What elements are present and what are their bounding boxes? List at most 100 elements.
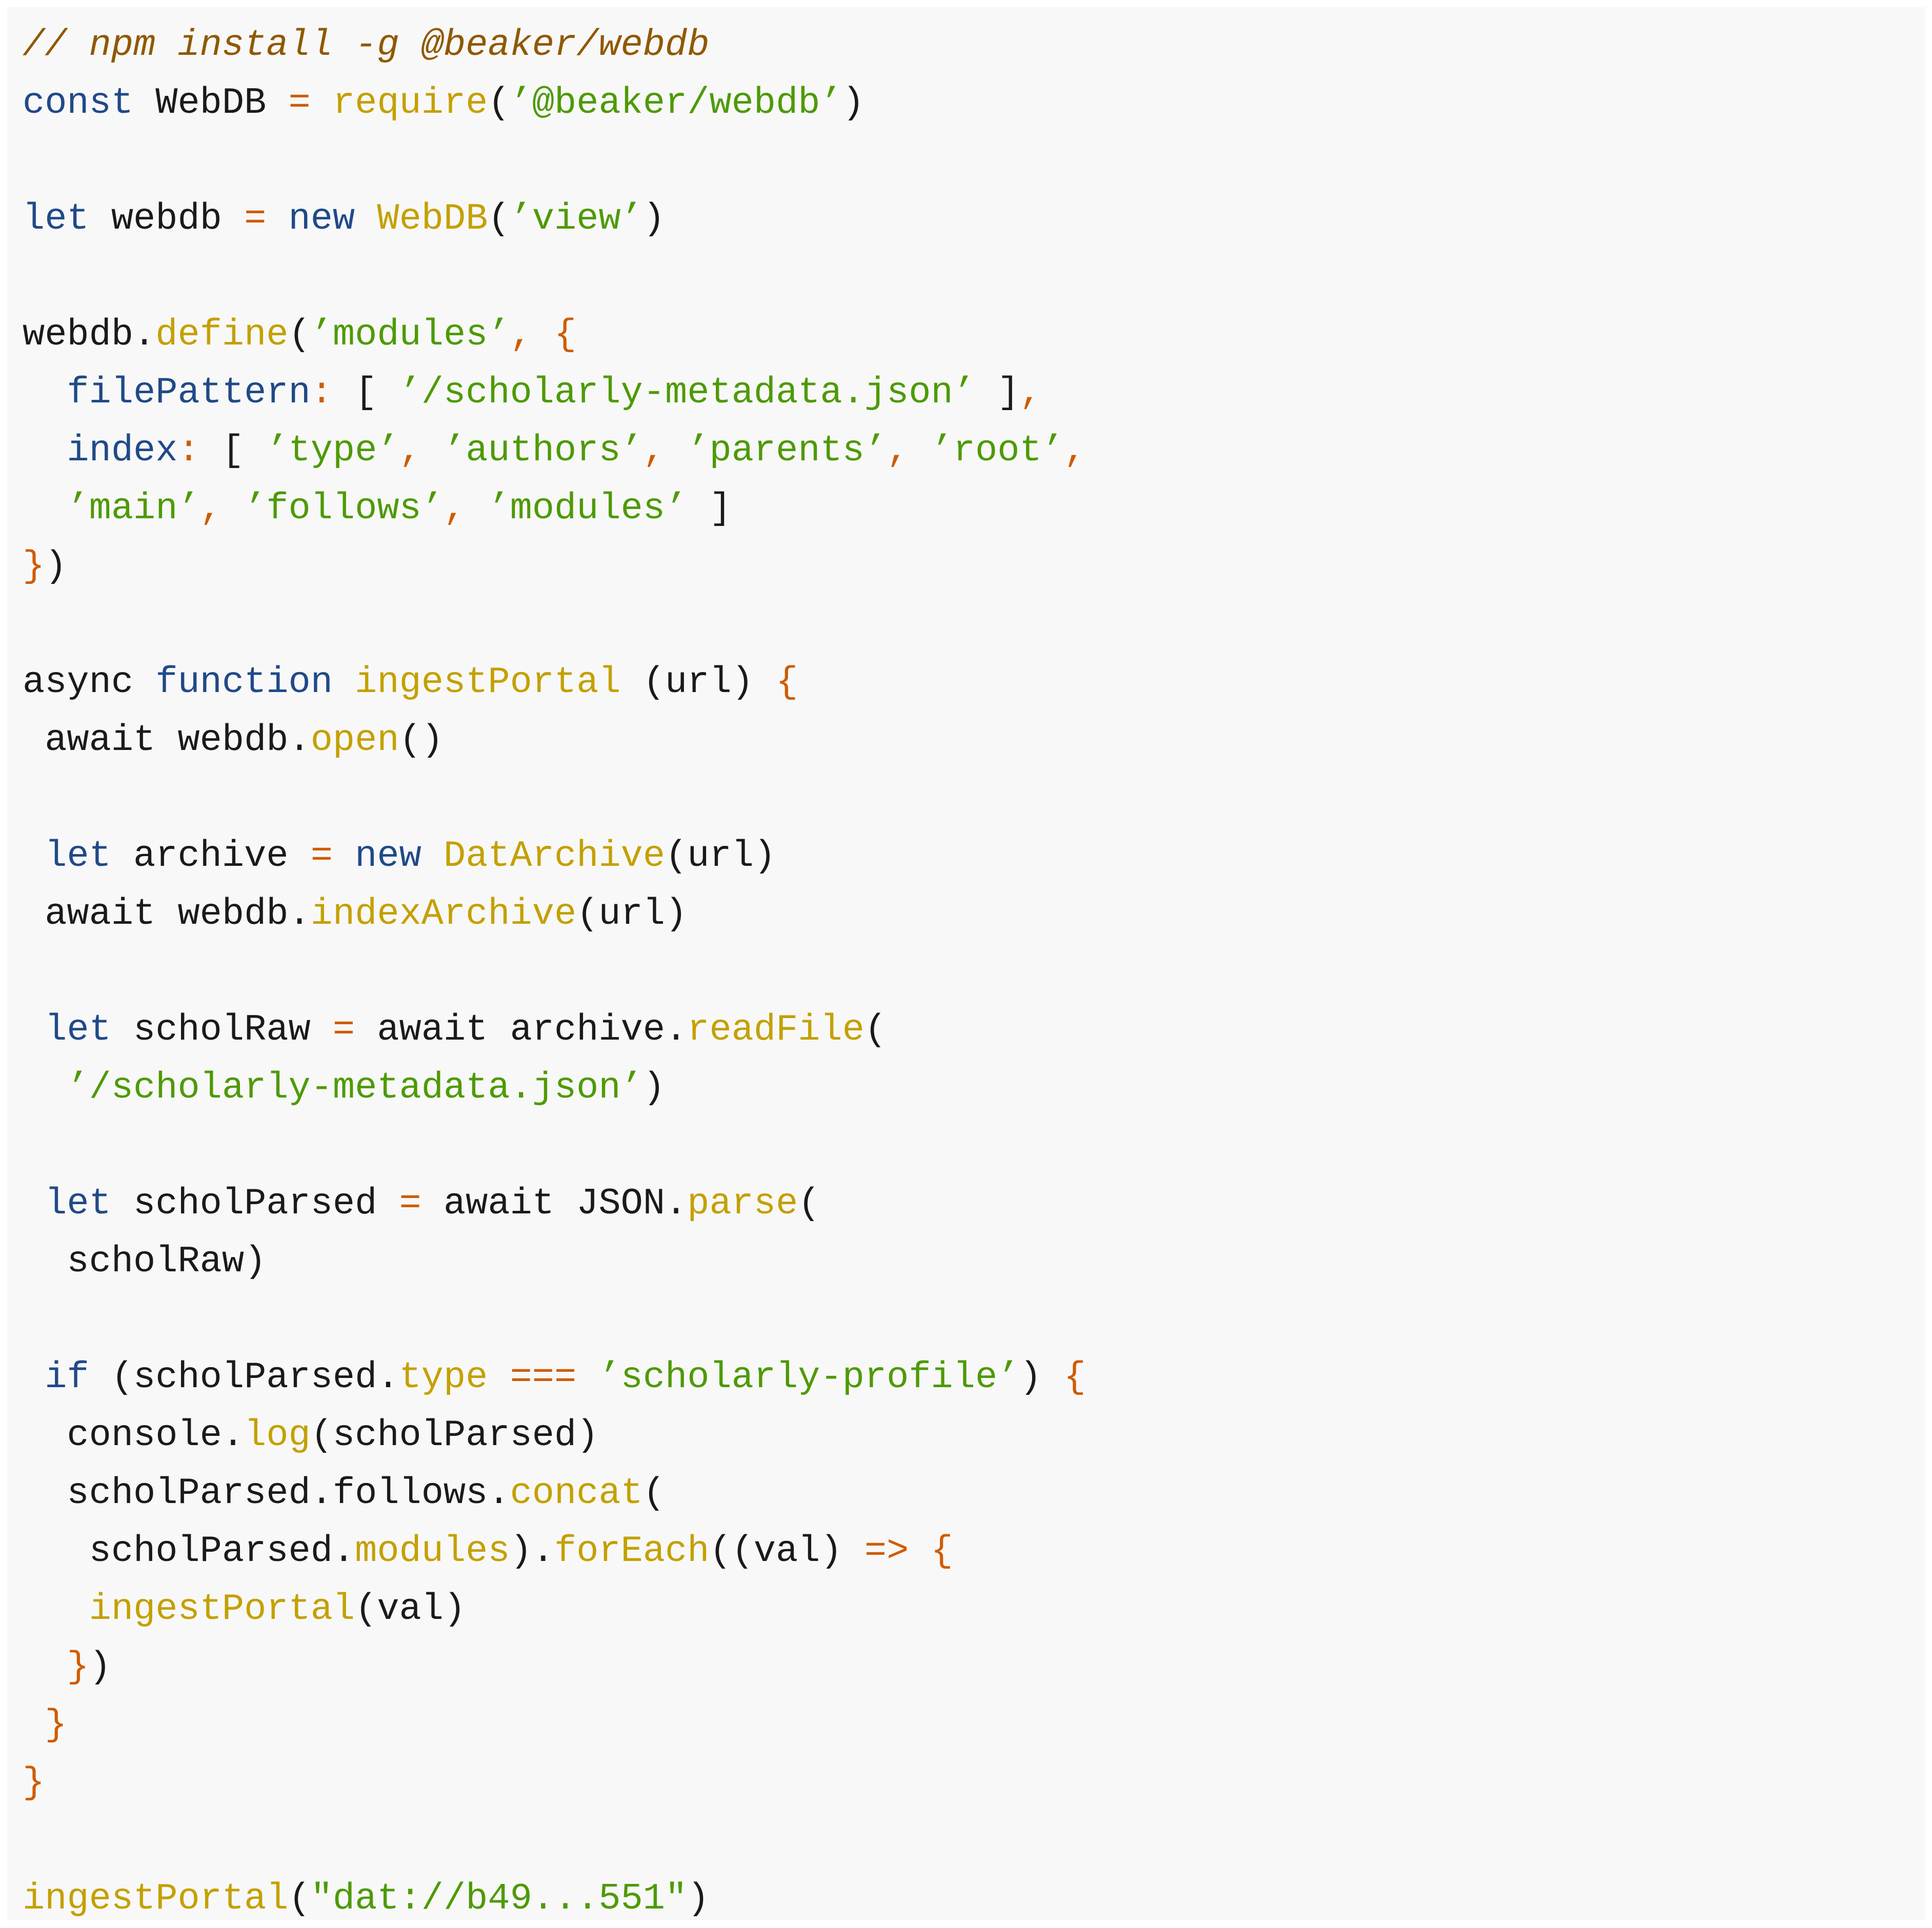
code-token-func: WebDB xyxy=(377,198,488,240)
code-token-string: ’root’ xyxy=(931,430,1064,472)
code-token-keyword: function xyxy=(155,661,333,703)
code-token-punct: , xyxy=(642,430,666,472)
code-token-punct: = xyxy=(244,198,267,240)
code-token-plain: ). xyxy=(510,1530,554,1572)
code-token-keyword: const xyxy=(23,82,134,124)
code-token-string: ’main’ xyxy=(67,488,200,530)
code-token-plain xyxy=(222,488,244,530)
code-token-func: DatArchive xyxy=(444,835,666,877)
code-token-punct: } xyxy=(23,545,45,587)
code-line: }) xyxy=(23,538,67,596)
code-token-punct: } xyxy=(23,1762,45,1804)
code-token-string: ’type’ xyxy=(266,430,399,472)
code-token-func: define xyxy=(155,314,289,356)
code-token-plain xyxy=(421,430,444,472)
code-token-keyword: let xyxy=(45,1009,111,1051)
code-token-string: ’/scholarly-metadata.json’ xyxy=(67,1067,643,1109)
code-token-plain xyxy=(23,430,67,472)
code-token-plain: ( xyxy=(864,1009,887,1051)
code-token-func: ingestPortal xyxy=(89,1588,355,1630)
code-line: await webdb.indexArchive(url) xyxy=(23,885,687,943)
code-token-plain: (scholParsed. xyxy=(89,1356,399,1398)
code-token-punct: , xyxy=(443,488,466,530)
code-token-string: ’@beaker/webdb’ xyxy=(510,82,842,124)
code-token-plain xyxy=(576,1356,598,1398)
code-token-punct: = xyxy=(332,1009,355,1051)
code-token-punct: : xyxy=(310,372,333,414)
code-token-punct: = xyxy=(310,835,333,877)
code-token-plain: ) xyxy=(45,545,67,587)
code-token-plain: () xyxy=(399,719,444,761)
code-token-func: indexArchive xyxy=(310,893,577,935)
code-token-string: ’/scholarly-metadata.json’ xyxy=(399,372,975,414)
code-token-string: ’follows’ xyxy=(244,488,444,530)
code-token-func: readFile xyxy=(687,1009,864,1051)
code-token-plain xyxy=(909,430,931,472)
code-token-plain: (url) xyxy=(620,661,776,703)
code-token-plain xyxy=(23,488,67,530)
code-token-keyword: new xyxy=(288,198,355,240)
code-token-plain: [ xyxy=(199,430,267,472)
code-token-func: parse xyxy=(687,1183,798,1225)
code-token-punct: => xyxy=(864,1530,909,1572)
code-token-comment: // npm install -g @beaker/webdb xyxy=(23,24,710,66)
code-token-plain: ( xyxy=(642,1472,666,1514)
code-token-string: ’scholarly-profile’ xyxy=(598,1356,1020,1398)
code-token-punct: , xyxy=(399,430,421,472)
code-line: async function ingestPortal (url) { xyxy=(23,654,798,712)
code-token-punct: { xyxy=(554,314,577,356)
code-token-plain: (url) xyxy=(665,835,776,877)
code-line: scholParsed.follows.concat( xyxy=(23,1465,665,1523)
code-token-punct: } xyxy=(67,1646,89,1688)
code-block: // npm install -g @beaker/webdb const Web… xyxy=(7,7,1925,1920)
code-token-func: concat xyxy=(510,1472,643,1514)
code-token-func: ingestPortal xyxy=(23,1878,289,1920)
code-token-punct: : xyxy=(177,430,200,472)
code-token-plain: (url) xyxy=(576,893,688,935)
code-token-func: require xyxy=(332,82,488,124)
code-line: } xyxy=(23,1754,45,1812)
code-token-punct: , xyxy=(887,430,909,472)
code-line: ’main’, ’follows’, ’modules’ ] xyxy=(23,480,732,538)
code-token-plain xyxy=(665,430,687,472)
code-token-func: ingestPortal xyxy=(355,661,621,703)
code-token-plain: ) xyxy=(687,1878,710,1920)
code-token-plain: ) xyxy=(89,1646,111,1688)
code-token-string: ’modules’ xyxy=(488,488,688,530)
code-token-plain: archive xyxy=(111,835,311,877)
code-line: console.log(scholParsed) xyxy=(23,1407,598,1465)
code-token-plain xyxy=(23,835,45,877)
code-token-string: ’parents’ xyxy=(687,430,887,472)
code-token-string: ’authors’ xyxy=(444,430,643,472)
code-token-plain: ) xyxy=(642,198,666,240)
code-token-plain: ( xyxy=(288,314,311,356)
code-token-plain: ] xyxy=(687,488,732,530)
code-token-plain: scholRaw xyxy=(111,1009,333,1051)
code-token-keyword: new xyxy=(355,835,421,877)
code-line: let scholParsed = await JSON.parse( xyxy=(23,1175,820,1233)
code-token-plain: ( xyxy=(488,198,510,240)
code-token-plain xyxy=(421,835,444,877)
code-token-punct: { xyxy=(931,1530,953,1572)
code-token-plain: scholParsed.follows. xyxy=(23,1472,510,1514)
code-token-plain xyxy=(23,1356,45,1398)
code-line: if (scholParsed.type === ’scholarly-prof… xyxy=(23,1349,1086,1407)
code-token-plain: ) xyxy=(1019,1356,1064,1398)
code-token-string: "dat://b49...551" xyxy=(310,1878,688,1920)
code-token-plain: ( xyxy=(488,82,510,124)
code-token-string: ’view’ xyxy=(510,198,643,240)
code-token-punct: === xyxy=(510,1356,577,1398)
code-token-plain xyxy=(466,488,488,530)
code-token-plain xyxy=(333,835,355,877)
code-line: // npm install -g @beaker/webdb xyxy=(23,16,709,74)
code-token-punct: , xyxy=(1019,372,1042,414)
code-token-plain: scholRaw) xyxy=(23,1241,267,1283)
code-token-plain: console. xyxy=(23,1414,245,1456)
code-token-punct: , xyxy=(199,488,222,530)
code-line: ingestPortal("dat://b49...551") xyxy=(23,1870,709,1928)
code-token-plain: ) xyxy=(642,1067,666,1109)
code-token-plain: ] xyxy=(975,372,1020,414)
code-token-plain: ) xyxy=(842,82,864,124)
code-token-plain: ( xyxy=(288,1878,311,1920)
code-token-plain: await webdb. xyxy=(23,719,311,761)
